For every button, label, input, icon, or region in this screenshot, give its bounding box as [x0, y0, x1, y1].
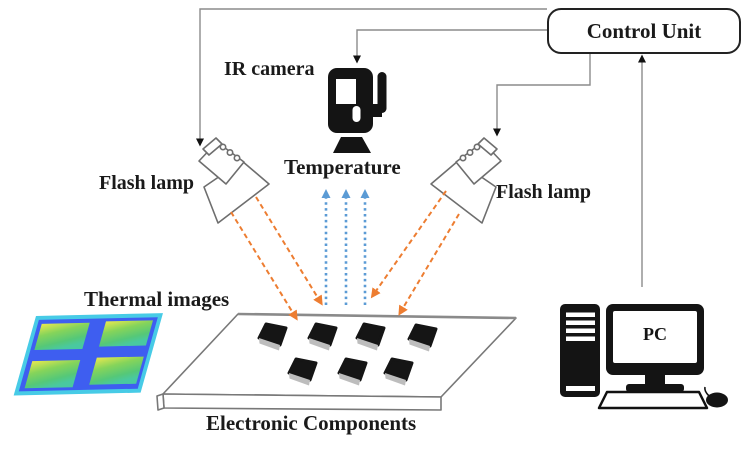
component-platform — [156, 312, 517, 411]
camera-antenna — [377, 72, 387, 113]
pc-mouse-cable — [704, 386, 710, 397]
control-unit-box: Control Unit — [547, 8, 741, 54]
pc-screen — [613, 311, 697, 363]
wire-control-to-right-lamp — [493, 50, 591, 137]
temperature-label: Temperature — [284, 155, 401, 179]
flash-ray — [230, 211, 298, 321]
platform-front-face — [162, 393, 442, 411]
camera-slot — [352, 106, 361, 122]
thermal-cell — [89, 356, 144, 385]
thermal-cell — [24, 360, 81, 389]
wire-control-to-left-lamp — [196, 8, 547, 147]
thermal-cell — [34, 322, 90, 351]
pc-mouse — [706, 392, 728, 408]
pc-stand-base — [626, 384, 684, 392]
platform-back-edge — [237, 312, 517, 320]
flash-lamp-left-label: Flash lamp — [99, 172, 195, 194]
camera-screen — [336, 79, 356, 104]
pc-tower — [560, 304, 600, 397]
flash-ray — [370, 190, 447, 299]
flash-lamp-right-label: Flash lamp — [496, 181, 592, 203]
flash-ray — [255, 196, 323, 306]
ir-camera-icon — [328, 68, 387, 153]
pc-icon — [560, 304, 728, 410]
electronic-components-label: Electronic Components — [206, 411, 417, 435]
temperature-radiation-arrows — [321, 189, 370, 305]
platform-top-face — [162, 313, 517, 398]
pc-label: PC — [643, 324, 667, 344]
flash-lamp-right-icon — [430, 137, 502, 224]
camera-stand — [333, 137, 371, 153]
control-wires — [196, 8, 646, 287]
flash-rays — [230, 190, 460, 321]
ir-camera-label: IR camera — [224, 58, 315, 80]
control-unit-label: Control Unit — [586, 18, 702, 43]
platform-left-cap — [156, 393, 165, 411]
thermal-images-sheet — [13, 313, 163, 396]
flash-lamp-left-icon — [198, 137, 270, 224]
pc-stand-neck — [645, 373, 665, 385]
wire-control-to-camera — [353, 29, 547, 64]
pc-keyboard — [597, 390, 709, 410]
flash-ray — [398, 213, 460, 316]
thermal-images-label: Thermal images — [84, 287, 230, 311]
thermal-cell — [98, 320, 153, 347]
